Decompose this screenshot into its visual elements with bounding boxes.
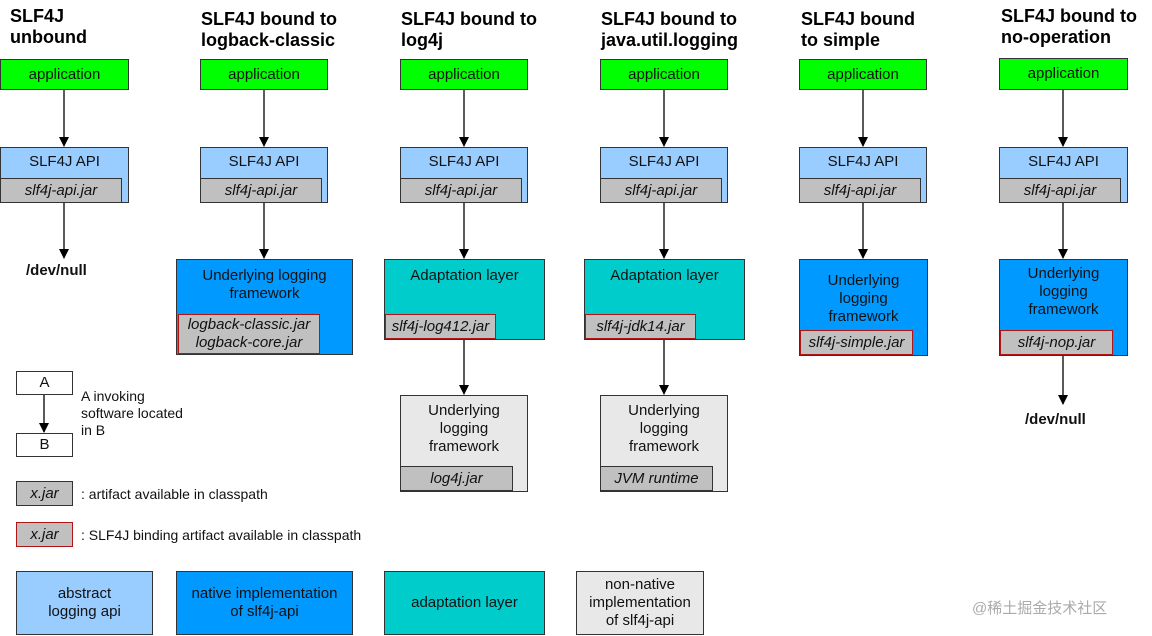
framework-jar: log4j.jar [400, 466, 513, 491]
framework-label: Underlying logging framework [202, 267, 327, 302]
watermark-text: @稀土掘金技术社区 [972, 600, 1108, 617]
application-box: application [400, 59, 528, 90]
binding-jar: slf4j-jdk14.jar [585, 314, 696, 339]
legend-box-b: B [16, 433, 73, 457]
framework-jar: JVM runtime [600, 466, 713, 491]
legend-binding-sample: x.jar [16, 522, 73, 547]
api-jar: slf4j-api.jar [600, 178, 722, 203]
framework-label: Underlying logging framework [628, 402, 700, 455]
binding-jar: logback-classic.jar logback-core.jar [178, 314, 320, 354]
framework-label: Underlying logging framework [827, 272, 900, 325]
dev-null-label: /dev/null [26, 262, 87, 279]
application-box: application [999, 58, 1128, 90]
slf4j-api-label: SLF4J API [228, 153, 300, 170]
legend-box-a: A [16, 371, 73, 395]
column-title: SLF4J bound to logback-classic [201, 9, 337, 50]
application-box: application [0, 59, 129, 90]
legend-binding-text: : SLF4J binding artifact available in cl… [81, 527, 362, 543]
legend-jar-sample: x.jar [16, 481, 73, 506]
slf4j-api-label: SLF4J API [428, 153, 500, 170]
slf4j-api-label: SLF4J API [29, 153, 100, 170]
framework-label: Underlying logging framework [428, 402, 500, 455]
slf4j-api-label: SLF4J API [1028, 153, 1099, 170]
binding-jar: slf4j-simple.jar [800, 330, 913, 355]
binding-jar: slf4j-nop.jar [1000, 330, 1113, 355]
api-jar: slf4j-api.jar [200, 178, 322, 203]
legend-swatch-adaptation-layer: adaptation layer [384, 571, 545, 635]
legend-swatch-non-native-impl: non-native implementation of slf4j-api [576, 571, 704, 635]
api-jar: slf4j-api.jar [999, 178, 1121, 203]
column-title: SLF4J bound to simple [801, 9, 915, 50]
column-title: SLF4J bound to java.util.logging [601, 9, 739, 50]
adaptation-layer-label: Adaptation layer [410, 267, 519, 284]
slf4j-api-label: SLF4J API [628, 153, 700, 170]
legend-swatch-native-impl: native implementation of slf4j-api [176, 571, 353, 635]
column-title: SLF4J bound to log4j [401, 9, 537, 50]
legend-jar-text: : artifact available in classpath [81, 486, 268, 502]
api-jar: slf4j-api.jar [400, 178, 522, 203]
legend-invoking-text: A invoking software located in B [81, 388, 183, 438]
application-box: application [600, 59, 728, 90]
slf4j-api-label: SLF4J API [827, 153, 899, 170]
legend-swatch-abstract-api: abstract logging api [16, 571, 153, 635]
framework-label: Underlying logging framework [1027, 265, 1100, 318]
application-box: application [200, 59, 328, 90]
application-box: application [799, 59, 927, 90]
column-title: SLF4J unbound [10, 6, 87, 47]
binding-jar: slf4j-log412.jar [385, 314, 496, 339]
api-jar: slf4j-api.jar [0, 178, 122, 203]
adaptation-layer-label: Adaptation layer [610, 267, 719, 284]
dev-null-label: /dev/null [1025, 411, 1086, 428]
column-title: SLF4J bound to no-operation [1001, 6, 1137, 47]
api-jar: slf4j-api.jar [799, 178, 921, 203]
framework-box: Underlying logging framework [999, 259, 1128, 356]
